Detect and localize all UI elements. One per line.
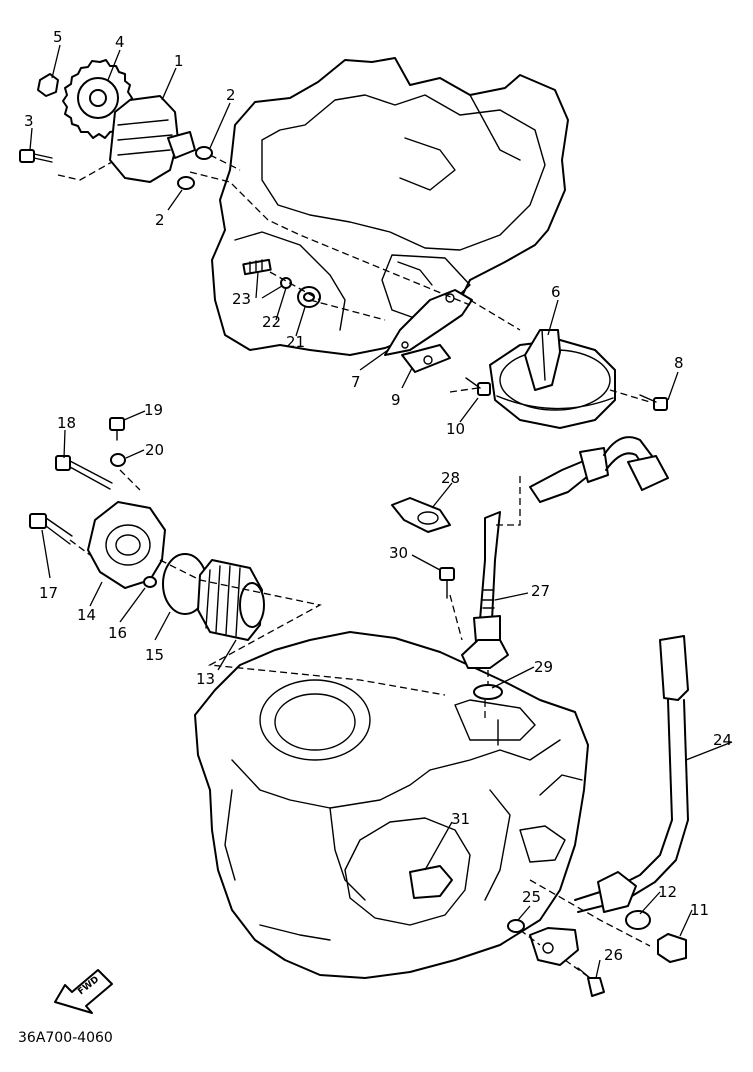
callout-12: 12: [658, 883, 677, 901]
callout-30: 30: [389, 544, 408, 562]
fitting-flange: [529, 927, 579, 966]
sensor-31: [409, 865, 453, 899]
crankcase-cover-upper: [211, 57, 569, 356]
callout-31: 31: [451, 810, 470, 828]
drawing-code: 36A700-4060: [18, 1030, 113, 1046]
bolt-8: [639, 394, 668, 411]
oil-hose-24: [574, 635, 689, 913]
oring-2a: [195, 146, 213, 160]
callout-8: 8: [674, 354, 684, 372]
oil-filter-element-13: [197, 559, 265, 641]
callout-7: 7: [351, 373, 361, 391]
filter-cover-14: [87, 501, 166, 589]
callout-11: 11: [690, 901, 709, 919]
filter-cover-bolt-18: [55, 455, 113, 490]
callout-22: 22: [262, 313, 281, 331]
callout-6: 6: [551, 283, 561, 301]
callout-16: 16: [108, 624, 127, 642]
callout-24: 24: [713, 731, 732, 749]
bolt-10: [465, 377, 491, 396]
callout-15: 15: [145, 646, 164, 664]
washer-12: [625, 910, 651, 930]
callout-1: 1: [174, 52, 184, 70]
callout-25: 25: [522, 888, 541, 906]
callout-21: 21: [286, 333, 305, 351]
crankcase-lower: [194, 631, 589, 979]
callout-20: 20: [145, 441, 164, 459]
callout-23: 23: [232, 290, 251, 308]
callout-19: 19: [144, 401, 163, 419]
callout-3: 3: [24, 112, 34, 130]
callout-28: 28: [441, 469, 460, 487]
callout-9: 9: [391, 391, 401, 409]
oring-16: [143, 576, 157, 588]
oil-hose-upper: [529, 436, 669, 503]
union-bolt-11: [657, 933, 687, 963]
assembly-lines: [57, 154, 651, 979]
callout-2b: 2: [155, 211, 165, 229]
plate-9: [401, 344, 451, 373]
callout-29: 29: [534, 658, 553, 676]
callout-14: 14: [77, 606, 96, 624]
oil-pipe-27: [461, 511, 509, 669]
oring-25: [507, 919, 525, 933]
callout-18: 18: [57, 414, 76, 432]
callout-2a: 2: [226, 86, 236, 104]
pump-screw-5: [37, 73, 59, 97]
callout-17: 17: [39, 584, 58, 602]
oring-2b: [177, 176, 195, 190]
oil-strainer-cover: [489, 329, 616, 429]
oil-pump-body: [109, 95, 196, 183]
bolt-17: [29, 513, 73, 545]
callout-10: 10: [446, 420, 465, 438]
washer-20: [110, 453, 126, 467]
callout-labels: 5 4 1 3 2 2 6 23 22 21 7 9 8 10 18 19 20…: [24, 28, 732, 964]
callout-26: 26: [604, 946, 623, 964]
bolt-26: [577, 967, 605, 997]
callout-5: 5: [53, 28, 63, 46]
callout-4: 4: [115, 33, 125, 51]
clamp-28: [391, 497, 451, 533]
oring-29: [473, 684, 503, 700]
fwd-arrow-icon: FWD: [54, 969, 113, 1014]
dowel-23: [242, 258, 272, 276]
bolt-30: [439, 567, 455, 599]
callout-13: 13: [196, 670, 215, 688]
guide-bracket: [384, 289, 473, 356]
callout-27: 27: [531, 582, 550, 600]
bolt-19: [109, 417, 125, 441]
pump-screw-3: [19, 149, 53, 163]
callout-leaders: [29, 44, 733, 979]
